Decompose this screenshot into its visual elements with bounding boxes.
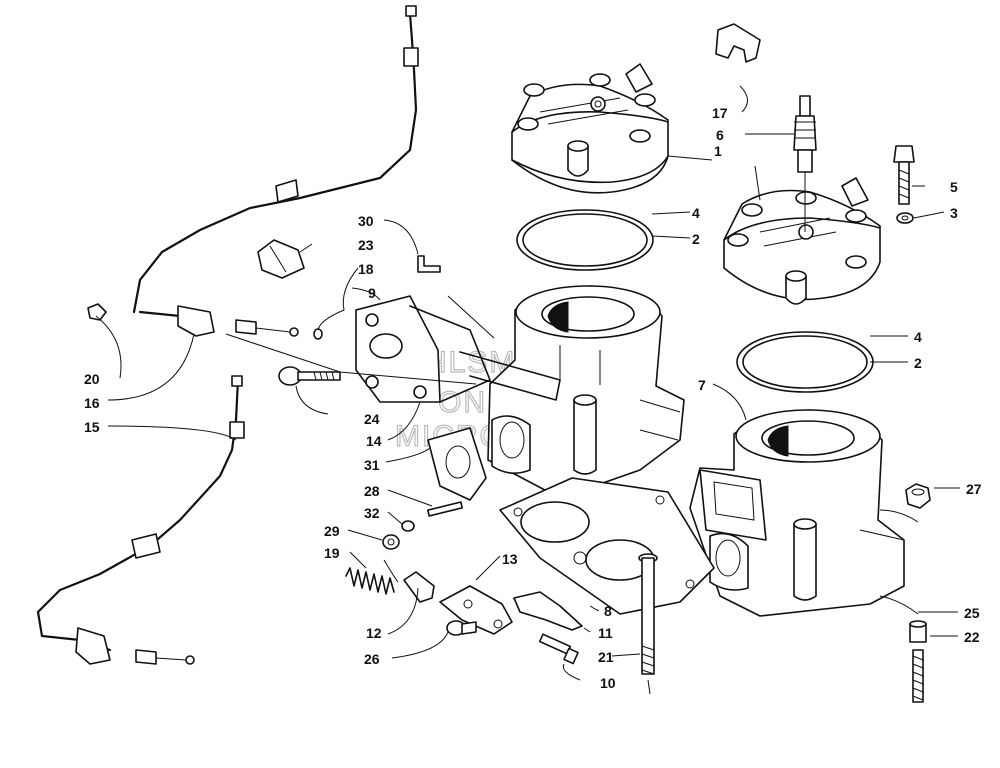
callout-2a: 2 bbox=[692, 231, 700, 247]
callout-23: 23 bbox=[358, 237, 374, 253]
spark-plug bbox=[793, 95, 817, 232]
base-gasket bbox=[499, 477, 715, 615]
cylinder-right bbox=[689, 409, 905, 617]
exhaust-gasket bbox=[427, 427, 487, 501]
leader-lines bbox=[95, 85, 960, 695]
callout-10: 10 bbox=[600, 675, 616, 691]
callout-16: 16 bbox=[84, 395, 100, 411]
head-washer bbox=[896, 212, 914, 224]
intake-bolt bbox=[278, 366, 341, 386]
callout-7: 7 bbox=[698, 377, 706, 393]
callout-1: 1 bbox=[714, 143, 722, 159]
valve-nut bbox=[382, 534, 400, 550]
callout-labels: 1 2 2 3 4 4 5 6 7 8 10 11 12 13 14 15 16… bbox=[84, 105, 982, 691]
cylinder-stud bbox=[912, 649, 924, 703]
head-gasket-right bbox=[736, 331, 874, 393]
callout-20: 20 bbox=[84, 371, 100, 387]
callout-17: 17 bbox=[712, 105, 728, 121]
pin bbox=[417, 255, 441, 273]
callout-14: 14 bbox=[366, 433, 382, 449]
callout-2b: 2 bbox=[914, 355, 922, 371]
callout-24: 24 bbox=[364, 411, 380, 427]
valve-cover-plate bbox=[439, 585, 513, 635]
cable-boot bbox=[257, 239, 305, 279]
valve-stud bbox=[426, 501, 464, 517]
head-bolt bbox=[893, 145, 915, 205]
callout-8: 8 bbox=[604, 603, 612, 619]
cylinder-nut bbox=[905, 483, 931, 509]
head-gasket-left bbox=[516, 209, 654, 271]
cable-fitting bbox=[87, 303, 107, 321]
callout-28: 28 bbox=[364, 483, 380, 499]
callout-18: 18 bbox=[358, 261, 374, 277]
callout-9: 9 bbox=[368, 285, 376, 301]
spark-plug-clip bbox=[715, 23, 761, 63]
stud-spacer bbox=[909, 620, 927, 643]
valve-cap bbox=[403, 571, 435, 603]
intake-flange bbox=[355, 295, 441, 403]
callout-31: 31 bbox=[364, 457, 380, 473]
callout-21: 21 bbox=[598, 649, 614, 665]
cylinder-head-left bbox=[511, 63, 669, 194]
callout-32: 32 bbox=[364, 505, 380, 521]
callout-11: 11 bbox=[598, 625, 613, 641]
callout-30: 30 bbox=[358, 213, 374, 229]
callout-12: 12 bbox=[366, 625, 382, 641]
callout-6: 6 bbox=[716, 127, 724, 143]
callout-25: 25 bbox=[964, 605, 980, 621]
valve-washer bbox=[401, 520, 415, 532]
valve-screw bbox=[538, 633, 579, 665]
oil-cable-lower bbox=[36, 375, 245, 665]
callout-29: 29 bbox=[324, 523, 340, 539]
exhaust-valve bbox=[513, 591, 583, 631]
reed-valve-gasket bbox=[409, 305, 561, 403]
o-ring-small bbox=[313, 328, 323, 340]
callout-4b: 4 bbox=[914, 329, 922, 345]
oil-cable-upper bbox=[132, 5, 419, 337]
callout-5: 5 bbox=[950, 179, 958, 195]
callout-22: 22 bbox=[964, 629, 980, 645]
callout-19: 19 bbox=[324, 545, 340, 561]
callout-15: 15 bbox=[84, 419, 100, 435]
valve-spring bbox=[345, 567, 395, 595]
long-stud bbox=[638, 553, 658, 675]
callout-4a: 4 bbox=[692, 205, 700, 221]
cylinder-left bbox=[487, 285, 685, 499]
callout-27: 27 bbox=[966, 481, 982, 497]
valve-mount-screw bbox=[446, 620, 477, 636]
callout-13: 13 bbox=[502, 551, 518, 567]
callout-26: 26 bbox=[364, 651, 380, 667]
cylinder-head-right bbox=[723, 177, 881, 305]
callout-3: 3 bbox=[950, 205, 958, 221]
